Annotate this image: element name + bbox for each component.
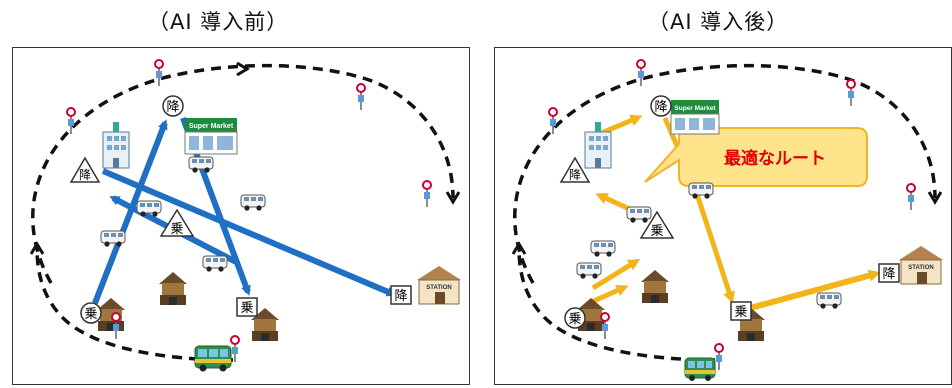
diagram-after: 最適なルート Super Market STATION [495, 59, 943, 381]
alight-stop-marker: 降 [162, 95, 184, 117]
bus-icon [590, 240, 616, 258]
callout-text: 最適なルート [724, 148, 826, 169]
svg-text:降: 降 [394, 289, 407, 304]
house-icon [159, 272, 187, 305]
bus-stop-icon [356, 83, 366, 111]
bus-stop-icon [906, 183, 916, 211]
bus-stop-icon [230, 335, 240, 363]
bus-stop-icon [154, 59, 164, 87]
bus-icon [688, 182, 714, 200]
svg-text:乗: 乗 [170, 222, 183, 237]
bus-icon [626, 206, 652, 224]
bus-stop-icon [600, 312, 610, 340]
title-before-ai: （AI 導入前） [148, 10, 289, 34]
svg-text:降: 降 [166, 100, 179, 115]
bus-stop-icon [422, 180, 432, 208]
bus-icon [202, 255, 228, 273]
svg-text:降: 降 [882, 267, 895, 282]
hospital-icon [102, 122, 130, 169]
large-bus-icon [194, 345, 232, 372]
bus-stop-icon [714, 343, 724, 371]
svg-text:乗: 乗 [240, 301, 253, 316]
svg-text:乗: 乗 [568, 312, 581, 327]
bus-icon [576, 262, 602, 280]
svg-text:乗: 乗 [650, 224, 663, 239]
dashed-loop-after [515, 63, 935, 362]
bus-stop-icon [846, 79, 856, 107]
station-icon: STATION [417, 266, 461, 305]
alight-stop-marker: 降 [878, 263, 900, 283]
bus-icon [100, 230, 126, 248]
alight-stop-marker: 降 [390, 285, 412, 305]
svg-text:降: 降 [79, 168, 91, 182]
supermarket-label: Super Market [674, 105, 716, 112]
bus-icon [816, 292, 842, 310]
alight-stop-marker: 降 [650, 95, 672, 117]
diagram-before: Super Market STATION 降 降 降 [13, 59, 461, 372]
supermarket-icon: Super Market [670, 100, 720, 135]
board-stop-marker: 乗 [564, 307, 586, 329]
station-label: STATION [426, 285, 451, 291]
house-icon [641, 270, 669, 303]
large-bus-icon [684, 357, 716, 381]
svg-text:乗: 乗 [84, 307, 97, 322]
hospital-icon [584, 122, 612, 169]
alight-stop-marker: 降 [69, 156, 101, 183]
board-stop-marker: 乗 [80, 302, 102, 324]
svg-text:乗: 乗 [734, 305, 747, 320]
dashed-loop-before [33, 66, 453, 362]
bus-stop-icon [636, 59, 646, 87]
station-label: STATION [908, 265, 933, 271]
supermarket-icon: Super Market [184, 118, 238, 155]
panel-before-ai: Super Market STATION 降 降 降 [12, 47, 470, 385]
optimal-route-callout: 最適なルート [644, 127, 868, 187]
board-stop-marker: 乗 [730, 301, 752, 321]
title-after-ai: （AI 導入後） [648, 10, 789, 34]
alight-stop-marker: 降 [559, 156, 591, 183]
bus-icon [240, 194, 266, 212]
board-stop-marker: 乗 [639, 210, 675, 239]
board-stop-marker: 乗 [236, 297, 258, 317]
bus-stop-icon [548, 107, 558, 135]
supermarket-label: Super Market [189, 123, 234, 130]
bus-stop-icon [111, 312, 121, 340]
board-stop-marker: 乗 [159, 208, 195, 237]
panel-after-ai: 最適なルート Super Market STATION [494, 47, 952, 385]
station-icon: STATION [899, 246, 943, 285]
svg-text:降: 降 [569, 168, 581, 182]
svg-text:降: 降 [654, 100, 667, 115]
bus-stop-icon [66, 107, 76, 135]
